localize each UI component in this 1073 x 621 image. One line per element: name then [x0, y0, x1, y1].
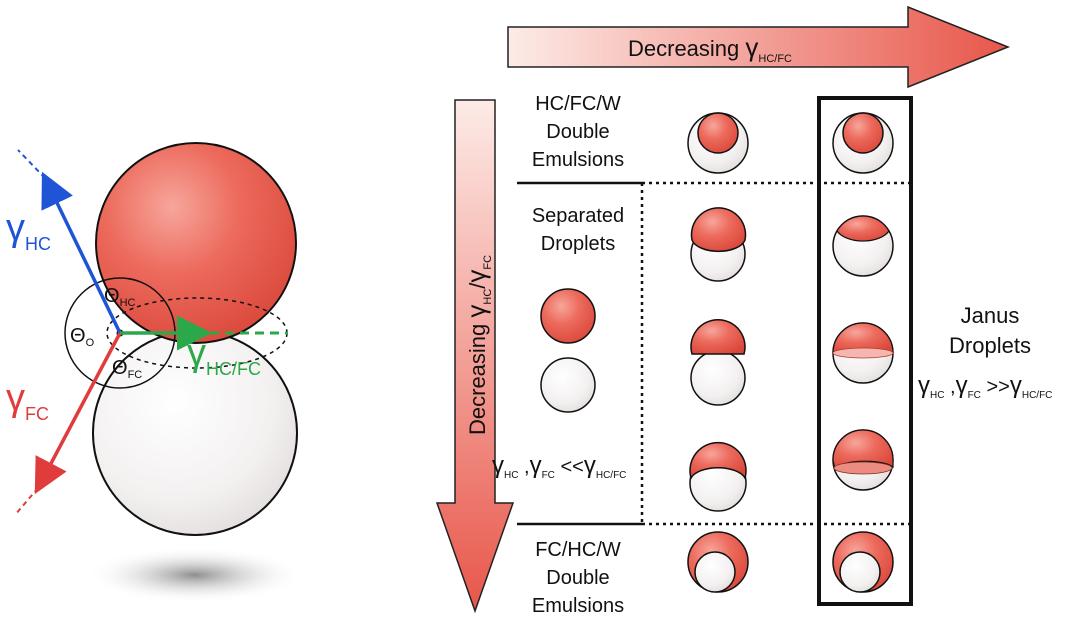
- hc-part: [690, 319, 746, 355]
- label-line-2: Double: [546, 567, 609, 589]
- separated-hc-droplet: [540, 288, 596, 344]
- label-line-2: Droplets: [541, 233, 615, 255]
- gamma-fc-vector: [34, 332, 122, 495]
- grid-lines: [517, 96, 915, 606]
- side-arrow-shape: [435, 99, 515, 614]
- janus-3: [832, 429, 894, 491]
- theta-hc-label: ΘHC: [104, 285, 136, 309]
- left-force-balance-panel: γHC γFC γHC/FC ΘHC ΘO ΘFC: [6, 142, 305, 603]
- gamma-hc-label: γHC: [6, 207, 51, 254]
- label-line-1: FC/HC/W: [535, 539, 621, 561]
- side-arrow-label: Decreasing γHC/γFC: [461, 255, 494, 435]
- label-line-3: Emulsions: [532, 595, 624, 617]
- label-line-1: Separated: [532, 205, 624, 227]
- inner-hc: [842, 112, 884, 154]
- double-emulsion-hc-in-fc: [687, 112, 749, 174]
- inner-fc: [694, 551, 736, 593]
- janus-2: [832, 322, 894, 384]
- inner-hc: [697, 112, 739, 154]
- middle-column-droplets: [687, 112, 749, 593]
- gamma-fc-label: γFC: [6, 377, 49, 424]
- doublet-3: [689, 441, 747, 512]
- row-label-fc-hc-w: FC/HC/W Double Emulsions: [532, 539, 624, 617]
- label-line-1: HC/FC/W: [535, 93, 621, 115]
- janus-line-2: Droplets: [949, 333, 1031, 358]
- gamma-fc-extension: [14, 487, 39, 516]
- separated-fc-droplet: [540, 357, 596, 413]
- doublet-1: [690, 207, 747, 282]
- label-line-3: Emulsions: [532, 149, 624, 171]
- janus-label: Janus Droplets γHC ,γFC >>γHC/FC: [918, 303, 1052, 401]
- janus-condition: γHC ,γFC >>γHC/FC: [918, 372, 1052, 401]
- separated-condition-label: γHC ,γFC <<γHC/FC: [492, 452, 626, 481]
- theta-fc-label: ΘFC: [112, 357, 142, 381]
- gamma-hcfc-label: γHC/FC: [187, 332, 261, 379]
- janus-1: [832, 215, 894, 277]
- janus-hc-cap: [832, 322, 894, 354]
- janus-column-droplets: [832, 112, 894, 593]
- side-decreasing-arrow: Decreasing γHC/γFC: [435, 99, 515, 614]
- janus-hc-cap: [836, 215, 890, 242]
- double-emulsion-fc-in-hc: [687, 531, 749, 593]
- top-arrow-shape: [507, 5, 1011, 89]
- janus-line-1: Janus: [961, 303, 1020, 328]
- theta-o-label: ΘO: [70, 325, 95, 349]
- hc-droplet: [95, 142, 297, 344]
- janus-double-emulsion-top: [832, 112, 894, 174]
- row-label-hc-fc-w: HC/FC/W Double Emulsions: [532, 93, 624, 171]
- janus-double-emulsion-bottom: [832, 531, 894, 593]
- droplet-shadow: [85, 547, 305, 603]
- janus-interface: [832, 347, 894, 359]
- janus-box: [817, 96, 913, 606]
- inner-fc: [839, 551, 881, 593]
- gamma-hc-vector: [41, 171, 122, 334]
- hc-part: [690, 207, 747, 253]
- fc-part: [690, 350, 746, 406]
- top-arrow-label: Decreasing γHC/FC: [628, 32, 792, 65]
- separated-pair: [540, 288, 596, 413]
- top-decreasing-arrow: Decreasing γHC/FC: [507, 5, 1011, 89]
- janus-interface: [833, 461, 893, 475]
- row-label-separated: Separated Droplets: [532, 205, 624, 255]
- doublet-2: [690, 319, 746, 406]
- label-line-2: Double: [546, 121, 609, 143]
- gamma-hc-extension: [17, 149, 46, 179]
- hc-part: [689, 441, 747, 480]
